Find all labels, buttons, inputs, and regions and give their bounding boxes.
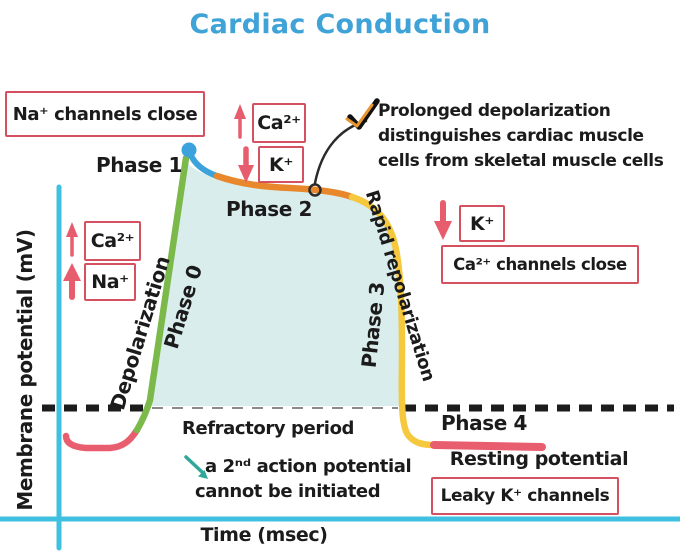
ca-channels-close-box: Ca²⁺ channels close (441, 245, 639, 284)
k-down-arrow-icon (238, 146, 254, 183)
y-axis-label: Membrane potential (mV) (13, 229, 37, 511)
leaky-k-channels-box: Leaky K⁺ channels (431, 477, 619, 515)
phase0-curve (133, 154, 190, 434)
na-channels-close-box: Na⁺ channels close (5, 91, 205, 137)
ca-in-box: Ca²⁺ (84, 221, 141, 261)
x-axis-label: Time (msec) (200, 524, 328, 546)
checkmark-icon (345, 98, 380, 130)
refractory-period-label: Refractory period (181, 418, 355, 439)
phase2-curve (213, 172, 356, 201)
prolonged-note-line3: cells from skeletal muscle cells (378, 151, 664, 171)
page-title: Cardiac Conduction (189, 9, 491, 40)
k-out-box: K⁺ (459, 205, 505, 242)
phase4-right-curve (430, 441, 546, 451)
ca-up-arrow-icon (234, 104, 246, 139)
second-ap-line2: cannot be initiated (195, 481, 381, 502)
plateau-pointer-circle (308, 183, 322, 197)
ca-in-up-arrow-icon (66, 222, 78, 257)
k-out-down-arrow-icon (434, 200, 452, 240)
k-down-box: K⁺ (258, 146, 304, 183)
prolonged-depolarization-note: Prolonged depolarization distinguishes c… (378, 99, 678, 174)
phase3-curve (348, 193, 438, 449)
second-ap-arrow-icon (184, 455, 208, 479)
na-in-up-arrow-icon (63, 263, 81, 300)
phase4-label: Phase 4 (441, 411, 527, 435)
prolonged-note-line1: Prolonged depolarization (378, 101, 611, 121)
second-ap-line1: a 2ⁿᵈ action potential (205, 456, 412, 477)
na-in-box: Na⁺ (84, 263, 136, 301)
plateau-pointer-line (313, 119, 368, 185)
phase2-label: Phase 2 (226, 197, 312, 221)
resting-potential-label: Resting potential (449, 448, 629, 470)
phase1-peak-dot (181, 142, 197, 158)
phase4-left-curve (62, 426, 141, 452)
phase1-label: Phase 1 (96, 153, 182, 177)
prolonged-note-line2: distinguishes cardiac muscle (378, 126, 644, 146)
ca-up-box: Ca²⁺ (252, 103, 306, 143)
refractory-area-fill (149, 160, 400, 406)
